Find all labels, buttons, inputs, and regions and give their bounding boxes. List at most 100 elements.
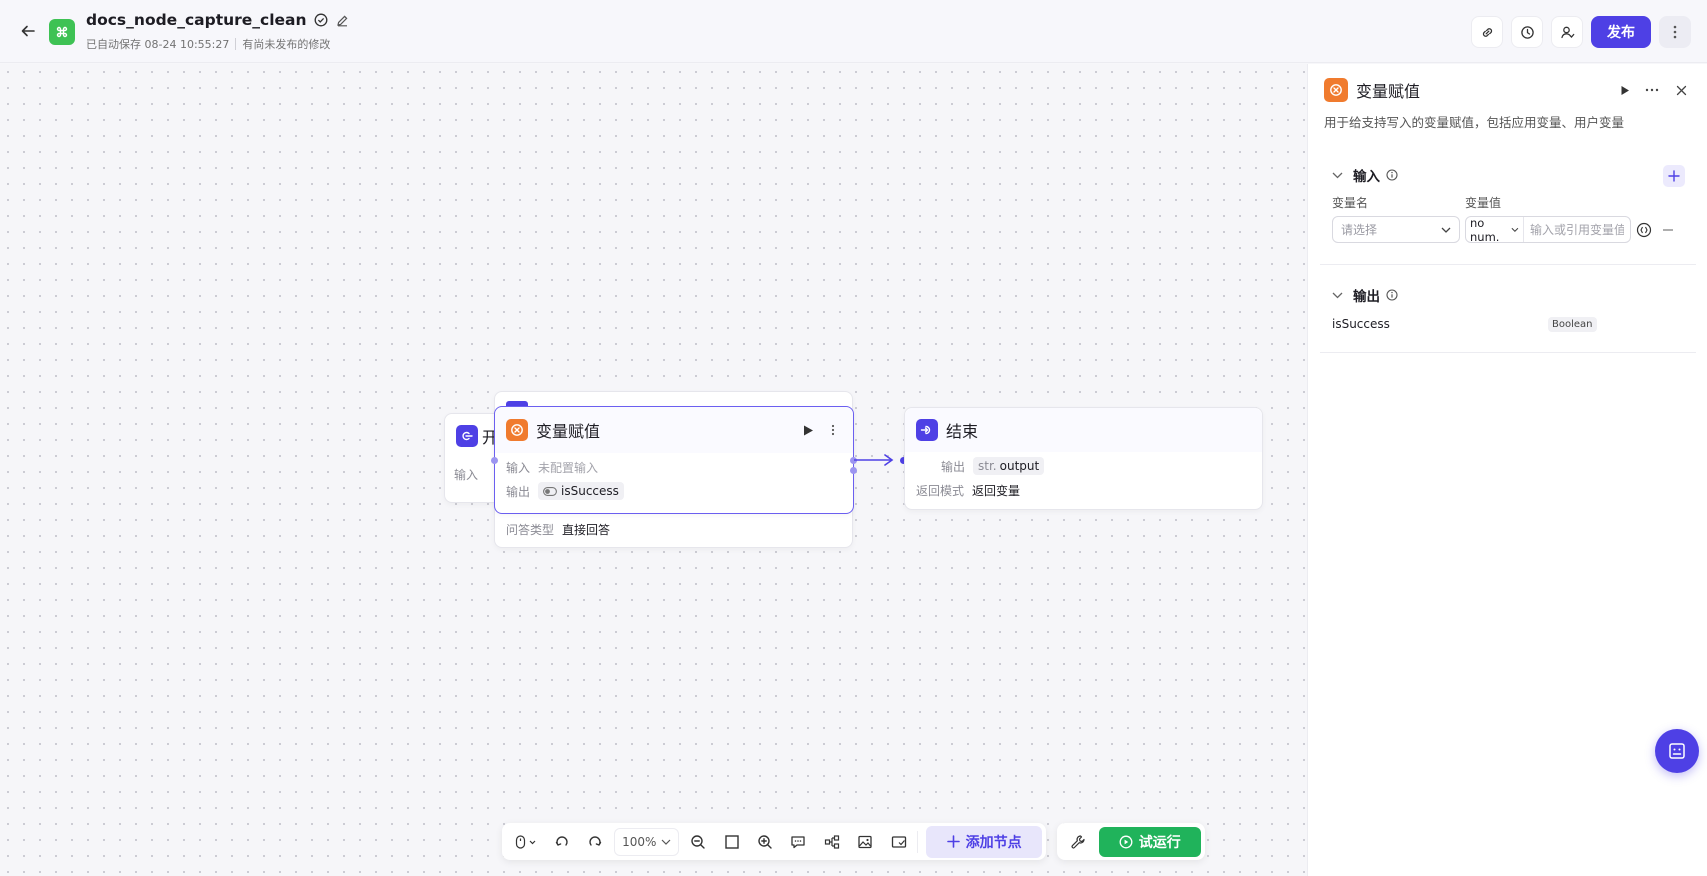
test-run-label: 试运行 bbox=[1138, 834, 1181, 851]
output-section-title: 输出 bbox=[1353, 289, 1380, 305]
variable-name-select[interactable]: 请选择 bbox=[1332, 216, 1460, 243]
assign-output-port[interactable] bbox=[850, 457, 857, 464]
start-node-input-label: 输入 bbox=[454, 467, 479, 482]
panel-title: 变量赋值 bbox=[1356, 82, 1421, 101]
reference-variable-button[interactable] bbox=[1635, 221, 1653, 239]
back-arrow-icon[interactable] bbox=[17, 20, 39, 42]
publish-button[interactable]: 发布 bbox=[1591, 16, 1651, 48]
node-more-icon[interactable] bbox=[824, 420, 842, 440]
edge-connector[interactable] bbox=[852, 450, 902, 468]
add-node-label: 添加节点 bbox=[965, 834, 1022, 851]
assign-node-title: 变量赋值 bbox=[536, 422, 601, 441]
autosave-text: 已自动保存 08-24 10:55:27 bbox=[86, 38, 230, 51]
link-button[interactable] bbox=[1471, 16, 1503, 48]
link-icon bbox=[1482, 27, 1492, 37]
assistant-icon bbox=[1669, 743, 1685, 759]
user-icon bbox=[1560, 26, 1574, 38]
undo-button[interactable] bbox=[547, 827, 576, 857]
comment-icon bbox=[791, 835, 805, 848]
more-menu-button[interactable] bbox=[1659, 16, 1691, 48]
variable-name-placeholder: 请选择 bbox=[1341, 223, 1378, 237]
variable-assign-node[interactable]: 变量赋值 输入 未配置输入 输出 isSuccess bbox=[494, 406, 854, 514]
qa-type-label: 问答类型 bbox=[506, 522, 555, 537]
zoom-in-button[interactable] bbox=[750, 827, 779, 857]
test-run-button[interactable]: 试运行 bbox=[1098, 826, 1201, 857]
panel-header: 变量赋值 bbox=[1324, 78, 1420, 102]
redo-icon bbox=[589, 835, 602, 846]
panel-more-button[interactable] bbox=[1641, 79, 1663, 101]
panel-close-button[interactable] bbox=[1670, 79, 1692, 101]
minimap-icon bbox=[891, 835, 906, 848]
end-node-title: 结束 bbox=[946, 422, 979, 441]
auto-layout-button[interactable] bbox=[817, 827, 846, 857]
add-node-button[interactable]: 添加节点 bbox=[926, 825, 1042, 858]
input-section-header[interactable]: 输入 bbox=[1332, 165, 1398, 185]
remove-variable-button[interactable] bbox=[1659, 221, 1677, 239]
top-header: docs_node_capture_clean 已自动保存 08-24 10:5… bbox=[0, 0, 1707, 63]
edit-pencil-icon[interactable] bbox=[335, 12, 351, 28]
export-image-button[interactable] bbox=[850, 827, 879, 857]
chevron-down-icon bbox=[1511, 227, 1519, 232]
play-icon[interactable] bbox=[798, 420, 818, 440]
zoom-out-button[interactable] bbox=[683, 827, 712, 857]
assign-node-header: 变量赋值 bbox=[495, 407, 853, 453]
variable-assign-icon bbox=[506, 419, 528, 441]
chevron-down-icon[interactable] bbox=[1332, 292, 1343, 299]
start-node-icon bbox=[456, 425, 478, 447]
info-icon[interactable] bbox=[1386, 289, 1398, 301]
image-icon bbox=[858, 835, 872, 848]
chevron-down-icon[interactable] bbox=[1332, 172, 1343, 179]
variable-value-group: no num. bbox=[1465, 216, 1631, 243]
play-icon bbox=[1621, 85, 1629, 95]
divider bbox=[235, 38, 237, 50]
panel-description: 用于给支持写入的变量赋值，包括应用变量、用户变量 bbox=[1324, 115, 1625, 130]
zoom-out-icon bbox=[691, 834, 705, 849]
add-variable-button[interactable] bbox=[1663, 165, 1685, 187]
panel-run-button[interactable] bbox=[1614, 79, 1636, 101]
toggle-icon bbox=[543, 486, 557, 496]
assign-output-row: 输出 isSuccess bbox=[495, 479, 853, 503]
debug-tools-button[interactable] bbox=[1063, 827, 1093, 857]
end-input-port[interactable] bbox=[900, 457, 907, 464]
app-command-icon bbox=[49, 19, 75, 45]
layout-tree-icon bbox=[824, 834, 839, 849]
value-type-select[interactable]: no num. bbox=[1466, 217, 1524, 242]
collaborator-button[interactable] bbox=[1551, 16, 1583, 48]
history-button[interactable] bbox=[1511, 16, 1543, 48]
wrench-icon bbox=[1071, 834, 1085, 848]
workflow-canvas[interactable]: 开 输入 问答类型 直接回答 变量赋值 输入 bbox=[0, 64, 1307, 876]
input-section-title: 输入 bbox=[1353, 169, 1380, 185]
end-node[interactable]: 结束 输出 str. output 返回模式 返回变量 bbox=[904, 407, 1263, 510]
assign-input-port[interactable] bbox=[491, 457, 498, 464]
output-section-header[interactable]: 输出 bbox=[1332, 285, 1398, 305]
redo-button[interactable] bbox=[581, 827, 610, 857]
info-icon[interactable] bbox=[1386, 169, 1398, 181]
fit-view-button[interactable] bbox=[717, 827, 746, 857]
unpublished-text: 有尚未发布的修改 bbox=[242, 38, 331, 51]
assistant-float-button[interactable] bbox=[1655, 729, 1699, 773]
save-status: 已自动保存 08-24 10:55:27 有尚未发布的修改 bbox=[86, 36, 330, 52]
undo-icon bbox=[555, 835, 568, 846]
end-output-row: 输出 str. output bbox=[905, 454, 1262, 478]
frame-icon bbox=[724, 834, 739, 849]
value-type-label: no num. bbox=[1470, 216, 1500, 243]
app-title: docs_node_capture_clean bbox=[86, 11, 307, 29]
zoom-select[interactable]: 100% bbox=[614, 827, 680, 856]
end-output-type: str. bbox=[978, 459, 997, 473]
chevron-down-icon bbox=[661, 839, 671, 845]
answer-output-port[interactable] bbox=[850, 467, 857, 474]
variable-assign-icon bbox=[1324, 78, 1348, 102]
comment-button[interactable] bbox=[784, 827, 813, 857]
end-node-icon bbox=[916, 419, 938, 441]
mouse-icon bbox=[515, 834, 536, 849]
minimap-button[interactable] bbox=[884, 827, 913, 857]
end-output-chip: str. output bbox=[973, 457, 1045, 475]
node-config-panel: 变量赋值 用于给支持写入的变量赋值，包括应用变量、用户变量 输入 变量名 变量值… bbox=[1307, 64, 1707, 876]
chevron-down-icon bbox=[1441, 227, 1451, 233]
close-icon bbox=[1676, 85, 1686, 95]
variable-value-input[interactable] bbox=[1524, 222, 1630, 237]
qa-type-value: 直接回答 bbox=[562, 522, 611, 537]
end-return-row: 返回模式 返回变量 bbox=[905, 478, 1262, 502]
pointer-mode-button[interactable] bbox=[508, 827, 543, 857]
app-title-row: docs_node_capture_clean bbox=[86, 11, 351, 29]
